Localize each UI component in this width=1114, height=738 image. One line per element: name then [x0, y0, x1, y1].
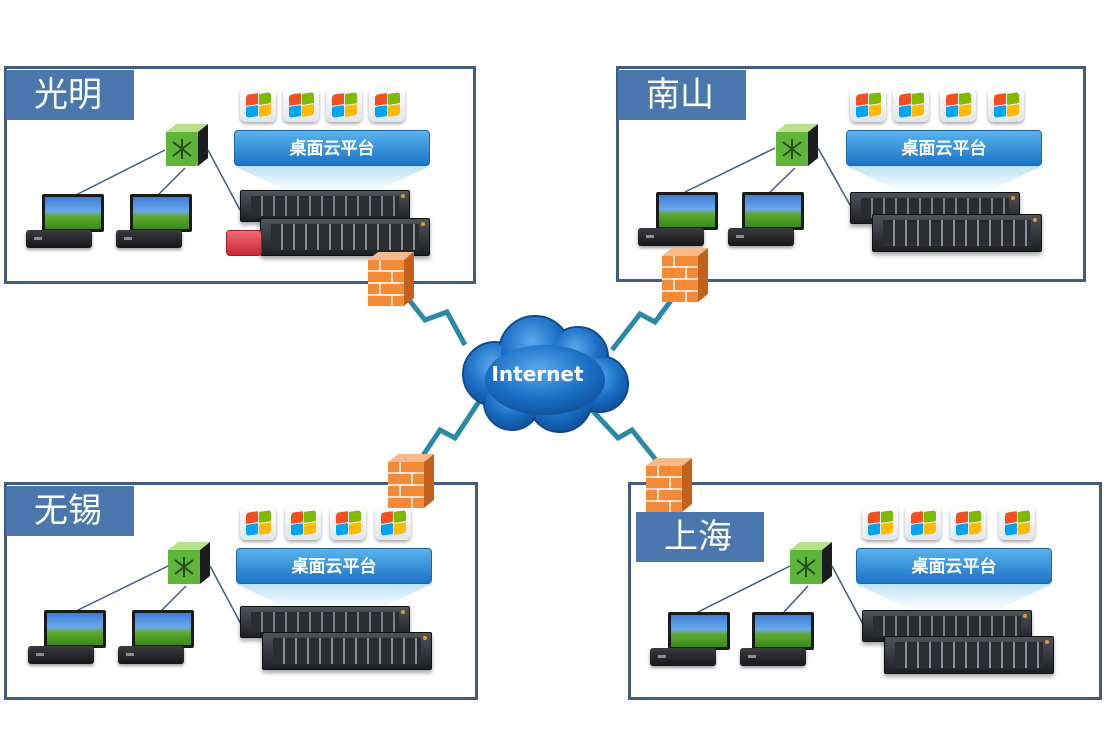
thin-client-icon — [638, 228, 704, 246]
windows-logo-icon — [940, 88, 976, 122]
windows-logo-icon — [950, 506, 986, 540]
laptop-icon — [132, 610, 194, 650]
thin-client-icon — [728, 228, 794, 246]
platform-bar-guangming: 桌面云平台 — [234, 130, 430, 166]
windows-logo-icon — [375, 506, 411, 540]
windows-logo-icon — [999, 506, 1035, 540]
lan-lines-wuxi — [73, 565, 243, 627]
cloud-icon — [462, 315, 629, 433]
windows-logo-icon — [326, 88, 362, 122]
wan-link-shanghai — [588, 406, 662, 467]
cloud-label: Internet — [491, 362, 584, 386]
thin-client-icon — [116, 230, 182, 248]
platform-bar-shanghai: 桌面云平台 — [856, 548, 1052, 584]
laptop-icon — [752, 612, 814, 652]
thin-client-icon — [740, 648, 806, 666]
server-icon — [260, 218, 430, 256]
windows-logo-icon — [893, 88, 929, 122]
thin-client-icon — [28, 646, 94, 664]
windows-logo-icon — [330, 506, 366, 540]
lan-lines-nanshan — [684, 147, 851, 206]
windows-logo-icon — [850, 88, 886, 122]
thin-client-icon — [650, 648, 716, 666]
switch-icon — [166, 124, 208, 166]
windows-logo-icon — [988, 88, 1024, 122]
firewall-icon — [368, 252, 414, 306]
server-icon — [884, 636, 1054, 674]
site-label-shanghai: 上海 — [636, 512, 764, 562]
windows-logo-icon — [905, 506, 941, 540]
site-label-wuxi: 无锡 — [6, 486, 134, 536]
windows-logo-icon — [283, 88, 319, 122]
thin-client-icon — [118, 646, 184, 664]
laptop-icon — [130, 194, 192, 234]
switch-icon — [776, 124, 818, 166]
laptop-icon — [742, 192, 804, 232]
laptop-icon — [44, 610, 106, 650]
thin-client-icon — [26, 230, 92, 248]
switch-icon — [790, 542, 832, 584]
platform-bar-nanshan: 桌面云平台 — [846, 130, 1042, 166]
windows-logo-icon — [369, 88, 405, 122]
switch-icon — [168, 542, 210, 584]
server-icon — [240, 190, 410, 222]
laptop-icon — [668, 612, 730, 652]
usb-key-icon — [226, 230, 262, 256]
windows-logo-icon — [240, 506, 276, 540]
windows-logo-icon — [862, 506, 898, 540]
site-label-nanshan: 南山 — [618, 70, 746, 120]
site-label-guangming: 光明 — [6, 70, 134, 120]
windows-logo-icon — [285, 506, 321, 540]
wan-link-wuxi — [409, 398, 483, 474]
firewall-icon — [662, 248, 708, 302]
lan-lines-guangming — [69, 149, 241, 211]
server-icon — [872, 214, 1042, 252]
laptop-icon — [42, 194, 104, 234]
laptop-icon — [656, 192, 718, 232]
server-icon — [262, 632, 432, 670]
windows-logo-icon — [240, 88, 276, 122]
platform-bar-wuxi: 桌面云平台 — [236, 548, 432, 584]
firewall-icon — [388, 454, 434, 508]
firewall-icon — [646, 458, 692, 512]
